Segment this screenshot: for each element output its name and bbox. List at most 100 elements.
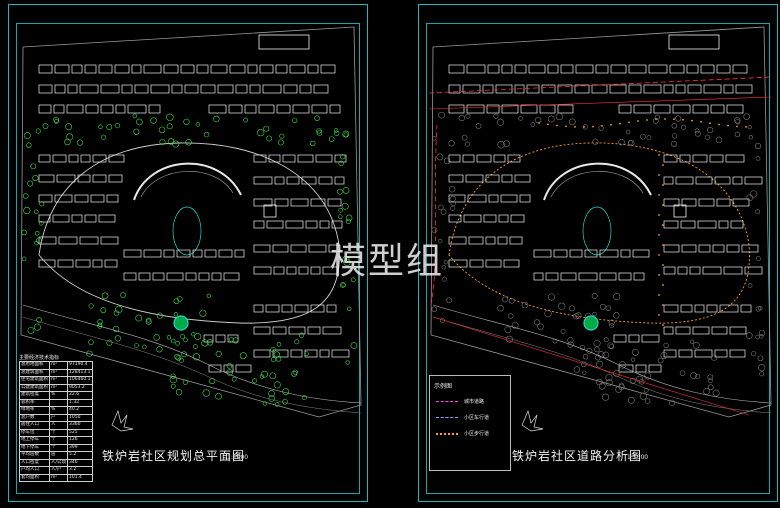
housing-block [448, 84, 461, 94]
tree [747, 125, 752, 130]
tree [712, 389, 720, 397]
tree [191, 332, 196, 337]
housing-block [322, 266, 338, 275]
tree [181, 351, 187, 358]
tree [436, 153, 444, 161]
indicator-name: 总用地面积 [19, 361, 50, 370]
pedestrian-path-dot [662, 264, 664, 266]
river-edge [22, 304, 362, 404]
housing-block [253, 176, 273, 185]
housing-block [131, 64, 142, 74]
tree [226, 363, 233, 369]
tree [755, 156, 761, 161]
city-road-south [432, 316, 750, 416]
housing-block [253, 326, 271, 335]
tree [596, 360, 604, 368]
housing-block [331, 349, 350, 358]
housing-block [208, 104, 227, 114]
housing-block [121, 84, 133, 94]
pedestrian-path-dot [662, 164, 664, 166]
tree [334, 130, 340, 136]
tree [497, 141, 505, 149]
tree [502, 296, 509, 303]
housing-block [687, 84, 702, 94]
site-boundary [430, 26, 772, 418]
housing-block [307, 326, 321, 335]
tree [582, 370, 587, 375]
tree [156, 346, 163, 353]
tree [582, 353, 589, 360]
indicator-unit: % [48, 406, 69, 415]
housing-block [714, 349, 728, 358]
tree [345, 218, 352, 224]
legend-label-vehicle-road: 小区车行道 [464, 415, 490, 421]
housing-block [541, 84, 556, 94]
tree [338, 208, 343, 213]
housing-block [706, 304, 718, 313]
housing-block [192, 249, 203, 258]
housing-block [485, 174, 500, 183]
tree [33, 323, 41, 331]
housing-block [100, 104, 114, 114]
tree [35, 128, 41, 134]
housing-block [253, 266, 272, 275]
pedestrian-path-dot [662, 204, 664, 206]
tree [628, 140, 635, 147]
tree [114, 122, 120, 129]
housing-block [732, 198, 750, 207]
sheet-left-inner-frame [16, 23, 360, 494]
tree [690, 372, 697, 380]
tree [35, 237, 42, 244]
indicator-unit: 个 [48, 436, 69, 445]
housing-block [501, 104, 519, 114]
housing-block [253, 349, 271, 358]
housing-block [709, 154, 724, 163]
tree [448, 185, 456, 193]
housing-block [692, 154, 708, 163]
housing-block [218, 249, 233, 258]
housing-block [663, 84, 674, 94]
tree [23, 206, 31, 215]
tree [694, 128, 700, 134]
tree [643, 387, 649, 393]
housing-block [574, 84, 590, 94]
housing-block [290, 198, 309, 207]
housing-block [84, 64, 97, 74]
housing-block [223, 272, 240, 281]
tree [106, 339, 113, 346]
tree [660, 352, 668, 359]
indicator-value: 22.6 [67, 391, 93, 400]
housing-block [718, 220, 729, 229]
tree [169, 375, 178, 384]
housing-block [328, 244, 341, 253]
tree [206, 339, 214, 346]
tree [694, 130, 701, 137]
tree [638, 379, 645, 385]
tree [692, 341, 700, 349]
housing-block [488, 194, 499, 203]
tree [655, 114, 660, 120]
road-analysis-title: 铁炉岩社区道路分析图 [512, 449, 643, 463]
housing-block [503, 259, 520, 268]
housing-block [334, 176, 345, 185]
tree [345, 214, 353, 222]
housing-block [106, 194, 119, 203]
housing-block [692, 326, 710, 335]
housing-block [694, 304, 705, 313]
housing-block [327, 198, 342, 207]
tree [747, 283, 753, 288]
housing-block [57, 259, 74, 268]
tree [461, 134, 468, 141]
housing-block [258, 104, 275, 114]
tree [243, 117, 249, 123]
pedestrian-path-dot [655, 118, 657, 121]
tree [703, 387, 710, 395]
housing-block [288, 326, 306, 335]
tree [342, 255, 350, 263]
tree [507, 313, 514, 319]
pedestrian-path-dot [662, 224, 664, 226]
tree [584, 312, 592, 320]
tree [708, 378, 713, 383]
tree [743, 113, 750, 120]
housing-block [710, 104, 725, 114]
